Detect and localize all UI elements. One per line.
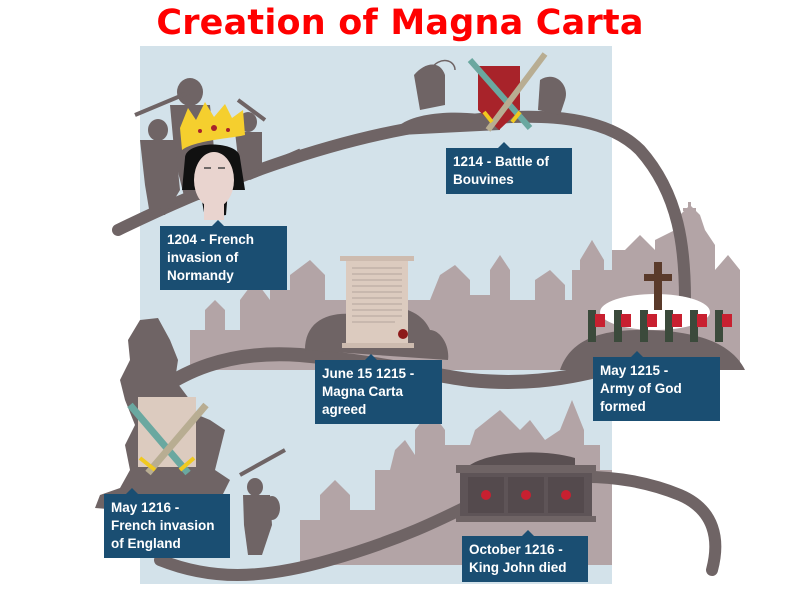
event-label-king-john-died: October 1216 - King John died <box>462 530 588 582</box>
label-pointer <box>212 220 224 226</box>
town-skyline-bottom <box>300 400 612 565</box>
crossed-swords-shield-icon <box>414 52 566 132</box>
label-pointer <box>126 488 138 494</box>
event-label-army: May 1215 - Army of God formed <box>593 351 720 421</box>
soldiers-cross-icon <box>588 262 732 342</box>
event-text: October 1216 - King John died <box>469 542 567 575</box>
hill-battle <box>400 112 500 135</box>
charter-scroll-icon <box>340 256 414 348</box>
label-pointer <box>365 354 377 360</box>
event-label-england: May 1216 - French invasion of England <box>104 488 230 558</box>
label-pointer <box>498 142 510 148</box>
tomb-icon <box>456 452 596 522</box>
event-text: May 1215 - Army of God formed <box>600 363 682 414</box>
event-text: 1214 - Battle of Bouvines <box>453 154 550 187</box>
label-pointer <box>631 351 643 357</box>
event-text: June 15 1215 - Magna Carta agreed <box>322 366 415 417</box>
event-label-normandy: 1204 - French invasion of Normandy <box>160 220 287 290</box>
event-label-bouvines: 1214 - Battle of Bouvines <box>446 142 572 194</box>
event-text: May 1216 - French invasion of England <box>111 500 215 551</box>
knight-silhouette-icon <box>239 448 286 555</box>
label-pointer <box>522 530 534 536</box>
event-label-magna-carta: June 15 1215 - Magna Carta agreed <box>315 354 442 424</box>
event-text: 1204 - French invasion of Normandy <box>167 232 255 283</box>
england-map-swords-icon <box>127 397 209 476</box>
king-john-crown-icon <box>180 102 245 220</box>
page-title: Creation of Magna Carta <box>156 3 644 43</box>
